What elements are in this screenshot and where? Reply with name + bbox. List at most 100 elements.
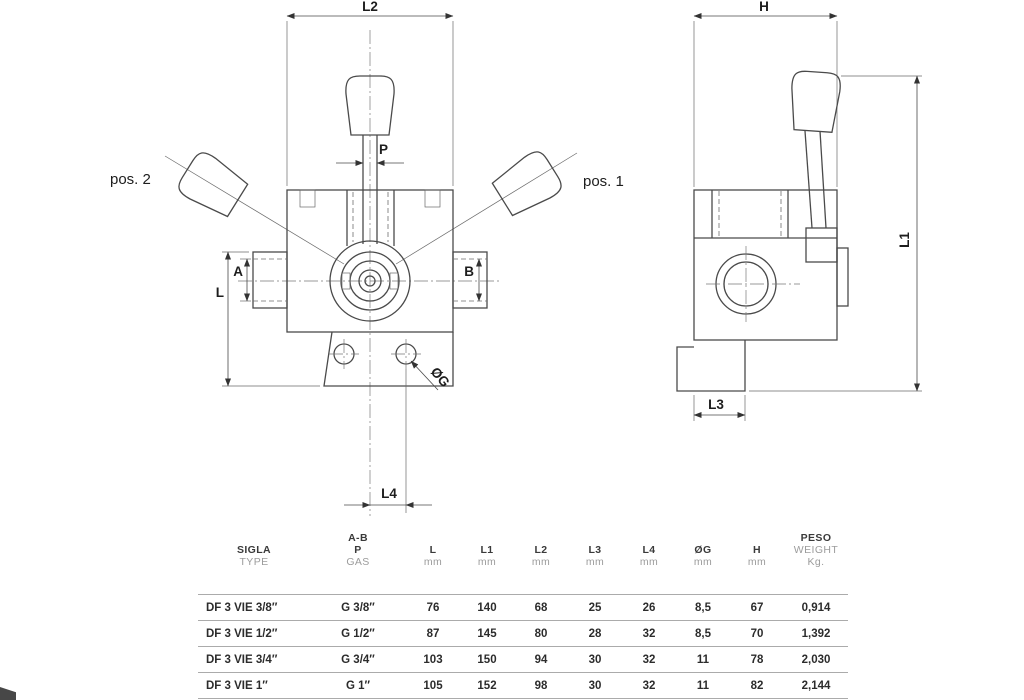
col-header-h: H mm xyxy=(730,528,784,594)
header-type: TYPE xyxy=(239,556,269,568)
col-header-sigla: SIGLA TYPE xyxy=(198,528,310,594)
cell-l4: 32 xyxy=(642,653,656,666)
header-l1: L1 xyxy=(480,544,494,556)
lever-bracket xyxy=(805,227,838,263)
cell-l4: 26 xyxy=(642,601,656,614)
cell-l4: 32 xyxy=(642,679,656,692)
boss-circle-inner xyxy=(364,275,376,287)
boss-tab-right xyxy=(389,272,399,290)
mounting-flange xyxy=(323,331,454,387)
header-sigla: SIGLA xyxy=(236,544,272,556)
valve-body-side xyxy=(693,189,838,341)
cell-peso: 2,144 xyxy=(801,679,831,692)
pos2-lever-axis xyxy=(164,155,345,265)
cell-og: 8,5 xyxy=(695,601,711,614)
spec-table: SIGLA TYPE A-B P GAS L mm L1 mm L2 mm L3… xyxy=(198,528,848,699)
cell-peso: 0,914 xyxy=(801,601,831,614)
pos1-label: pos. 1 xyxy=(583,173,624,190)
cell-og: 11 xyxy=(696,653,710,666)
header-l: L xyxy=(429,544,437,556)
cell-sigla: DF 3 VIE 1/2″ xyxy=(206,627,278,640)
dim-label-l: L xyxy=(216,285,224,300)
col-header-l3: L3 mm xyxy=(568,528,622,594)
col-header-peso: PESO WEIGHT Kg. xyxy=(784,528,848,594)
side-boss-block xyxy=(836,247,849,307)
port-b-block xyxy=(452,251,488,309)
col-header-l2: L2 mm xyxy=(514,528,568,594)
table-row: DF 3 VIE 3/8″ G 3/8″ 76 140 68 25 26 8,5… xyxy=(198,594,848,620)
header-og: ØG xyxy=(694,544,712,556)
lever-stem-side-right xyxy=(819,130,827,229)
body-detail-left xyxy=(299,189,316,208)
cell-l1: 152 xyxy=(477,679,497,692)
header-l4: L4 xyxy=(642,544,656,556)
lever-knob-side xyxy=(788,69,842,134)
cell-og: 8,5 xyxy=(695,627,711,640)
lever-stem-side-left xyxy=(804,130,813,229)
og-leader-line xyxy=(410,360,439,391)
body-detail-right xyxy=(424,189,441,208)
dim-label-a: A xyxy=(233,264,243,279)
technical-drawing: L2 pos. 2 pos. 1 P xyxy=(110,0,922,516)
col-header-l: L mm xyxy=(406,528,460,594)
cell-peso: 2,030 xyxy=(801,653,831,666)
col-header-l4: L4 mm xyxy=(622,528,676,594)
cell-l: 87 xyxy=(426,627,440,640)
table-row: DF 3 VIE 3/4″ G 3/4″ 103 150 94 30 32 11… xyxy=(198,646,848,672)
cell-gas: G 3/8″ xyxy=(341,601,375,614)
dim-label-l2: L2 xyxy=(362,0,378,14)
col-header-og: ØG mm xyxy=(676,528,730,594)
cell-h: 82 xyxy=(750,679,764,692)
header-p: P xyxy=(354,544,362,556)
header-l3-unit: mm xyxy=(585,556,605,568)
cell-h: 67 xyxy=(750,601,764,614)
cell-peso: 1,392 xyxy=(801,627,831,640)
pos2-label: pos. 2 xyxy=(110,171,151,188)
cell-sigla: DF 3 VIE 3/4″ xyxy=(206,653,278,666)
cell-l3: 25 xyxy=(588,601,602,614)
col-header-l1: L1 mm xyxy=(460,528,514,594)
header-l-unit: mm xyxy=(423,556,443,568)
cell-sigla: DF 3 VIE 1″ xyxy=(206,679,268,692)
corner-logo-fragment xyxy=(0,687,16,700)
header-kg: Kg. xyxy=(807,556,825,568)
header-h-unit: mm xyxy=(747,556,767,568)
table-header-row: SIGLA TYPE A-B P GAS L mm L1 mm L2 mm L3… xyxy=(198,528,848,594)
table-row: DF 3 VIE 1/2″ G 1/2″ 87 145 80 28 32 8,5… xyxy=(198,620,848,646)
cell-l: 105 xyxy=(423,679,443,692)
dim-label-p: P xyxy=(379,142,388,157)
cell-l: 103 xyxy=(423,653,443,666)
header-h: H xyxy=(753,544,761,556)
col-header-gas: A-B P GAS xyxy=(310,528,406,594)
dim-label-l3: L3 xyxy=(708,397,724,412)
header-weight: WEIGHT xyxy=(793,544,839,556)
cell-h: 78 xyxy=(750,653,764,666)
cell-l1: 150 xyxy=(477,653,497,666)
boss-circle-outer xyxy=(329,240,411,322)
dim-label-b: B xyxy=(464,264,474,279)
cell-l3: 28 xyxy=(588,627,602,640)
dim-label-h: H xyxy=(759,0,769,14)
cell-l4: 32 xyxy=(642,627,656,640)
boss-circle-2 xyxy=(340,251,400,311)
table-row: DF 3 VIE 1″ G 1″ 105 152 98 30 32 11 82 … xyxy=(198,672,848,698)
header-l4-unit: mm xyxy=(639,556,659,568)
cell-l: 76 xyxy=(426,601,440,614)
cell-gas: G 1/2″ xyxy=(341,627,375,640)
cell-gas: G 1″ xyxy=(345,679,371,692)
cell-l2: 68 xyxy=(534,601,548,614)
cell-l2: 98 xyxy=(534,679,548,692)
header-l2-unit: mm xyxy=(531,556,551,568)
dim-label-l1: L1 xyxy=(897,232,912,248)
header-l3: L3 xyxy=(588,544,602,556)
port-a-block xyxy=(252,251,288,309)
header-og-unit: mm xyxy=(693,556,713,568)
cell-sigla: DF 3 VIE 3/8″ xyxy=(206,601,278,614)
cell-og: 11 xyxy=(696,679,710,692)
header-l2: L2 xyxy=(534,544,548,556)
front-view: L2 pos. 2 pos. 1 P xyxy=(110,0,624,516)
boss-circle-4 xyxy=(358,269,382,293)
header-gas: GAS xyxy=(346,556,370,568)
cell-h: 70 xyxy=(750,627,764,640)
cell-l2: 94 xyxy=(534,653,548,666)
